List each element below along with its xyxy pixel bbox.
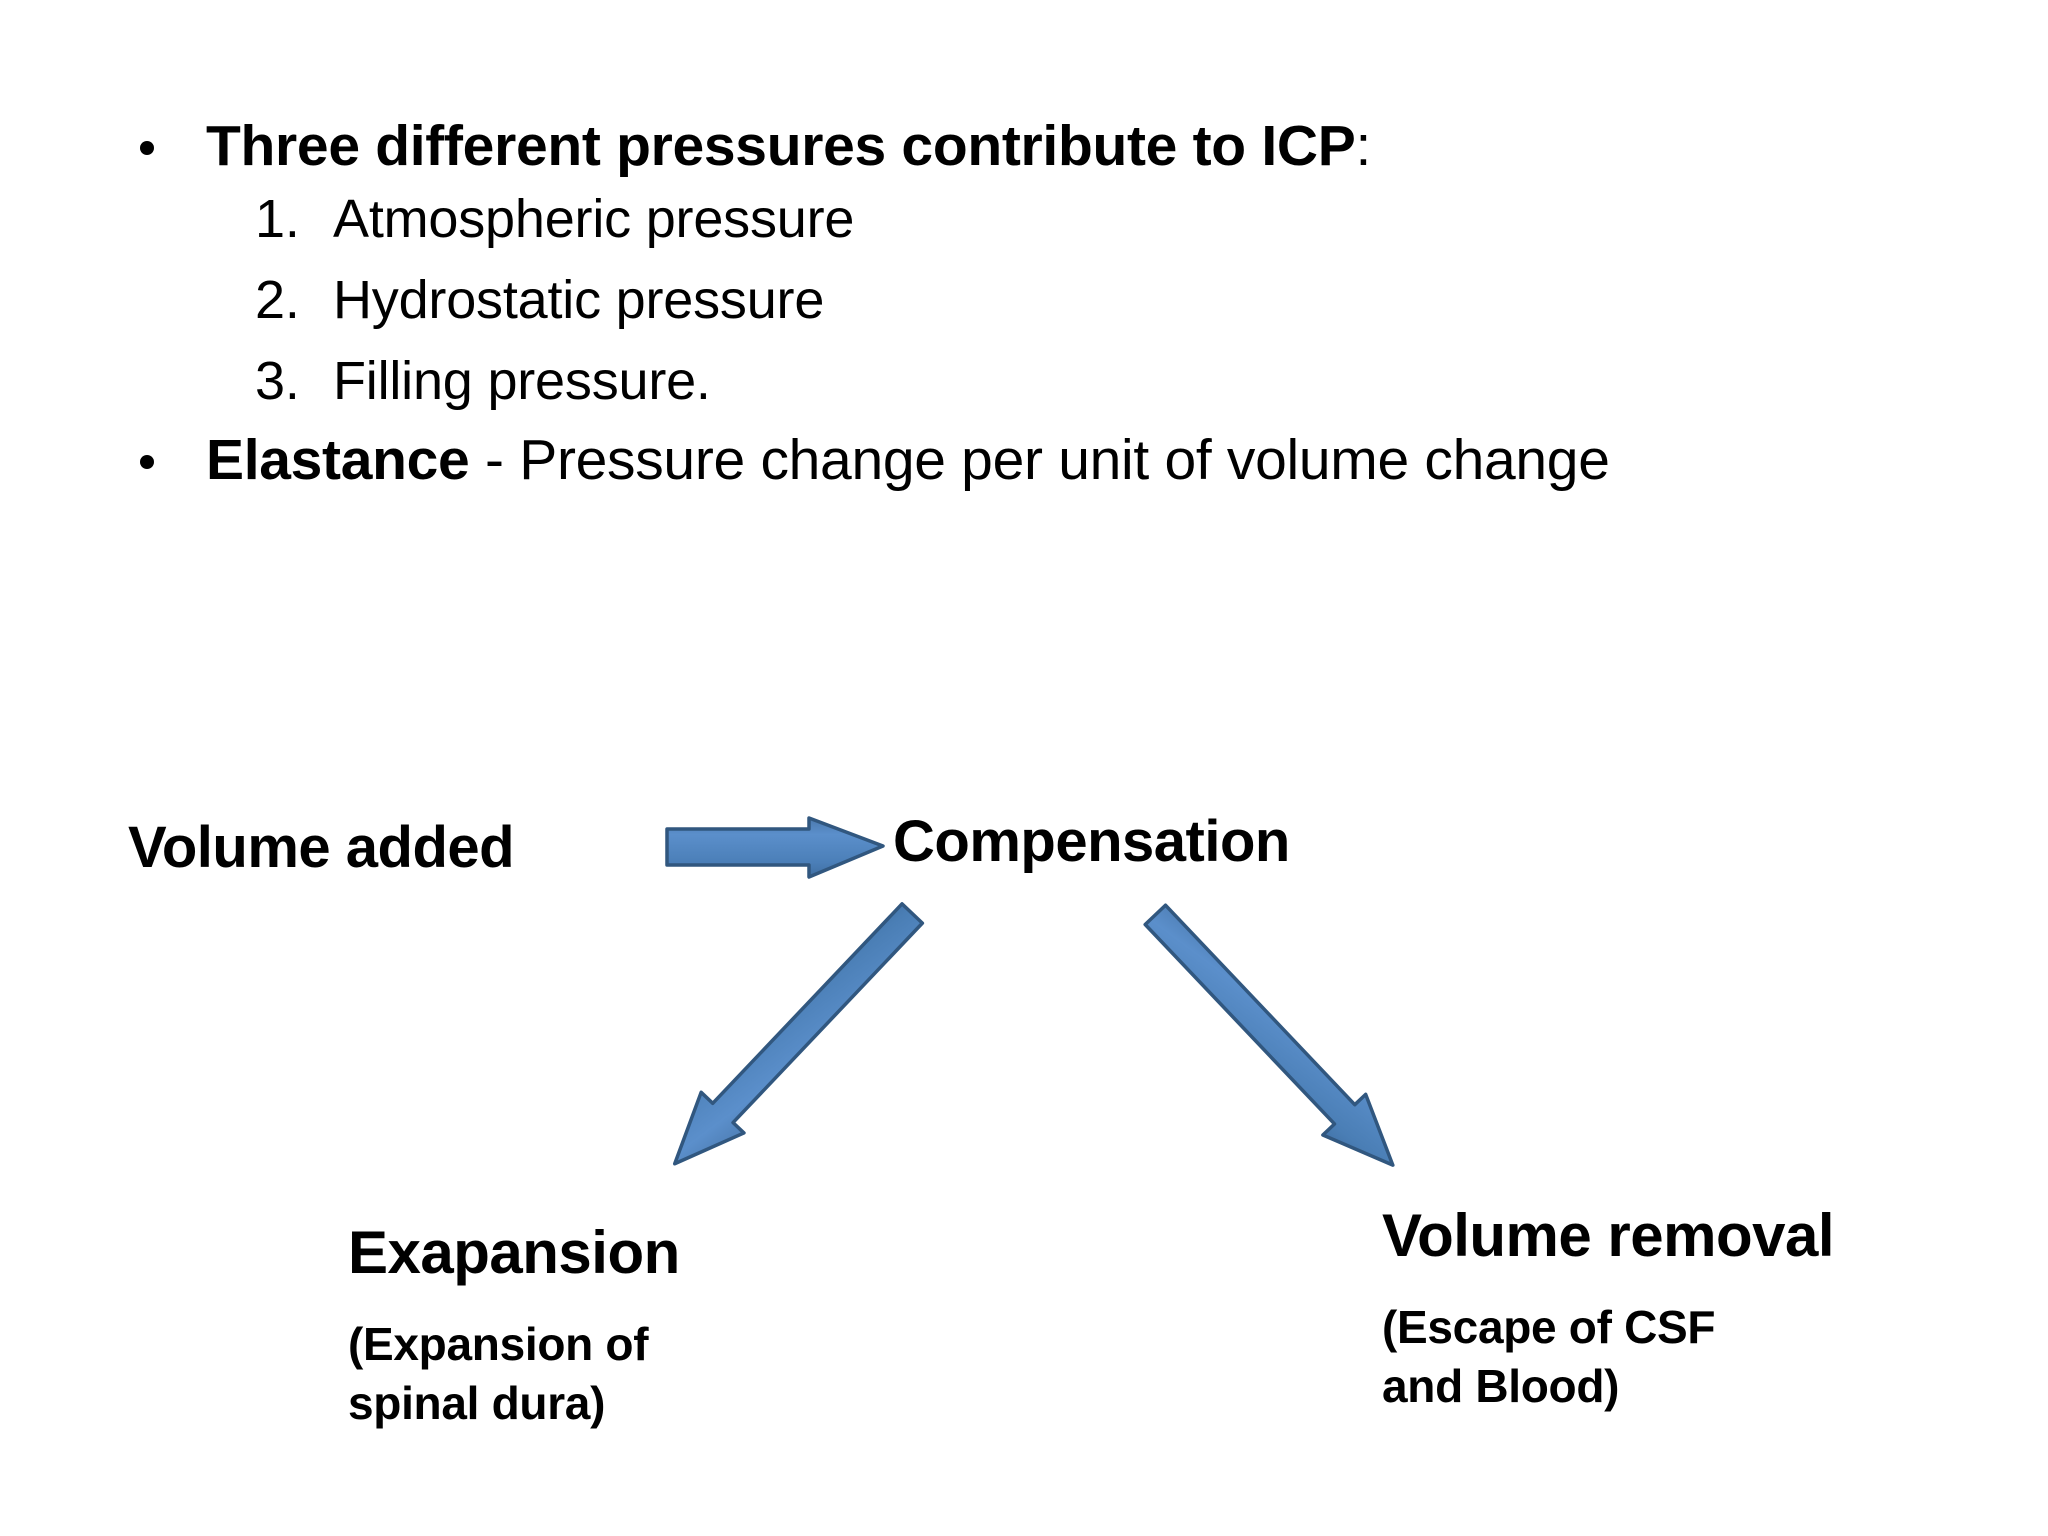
arrow-down-right-icon: [1143, 903, 1395, 1167]
node-volume-removal-detail-line1: (Escape of CSF: [1382, 1301, 1716, 1353]
bullet-elastance-rest: - Pressure change per unit of volume cha…: [469, 428, 1610, 492]
arrow-down-left-icon: [672, 902, 925, 1166]
node-expansion-detail-line2: spinal dura): [348, 1376, 606, 1429]
numbered-item-3-marker: 3.: [255, 351, 300, 411]
node-expansion-detail: (Expansion of spinal dura): [348, 1315, 649, 1433]
arrow-right-icon: [665, 816, 885, 879]
node-volume-removal-detail: (Escape of CSF and Blood): [1382, 1298, 1716, 1416]
node-volume-removal-detail-line2: and Blood): [1382, 1359, 1620, 1412]
numbered-item-2-marker: 2.: [255, 270, 300, 330]
numbered-item-1-marker: 1.: [255, 189, 300, 249]
numbered-item-3: 3. Filling pressure.: [255, 354, 711, 408]
bullet-dot-icon: [140, 455, 154, 469]
node-expansion-title: Exapansion: [348, 1219, 680, 1286]
numbered-item-2-label: Hydrostatic pressure: [333, 270, 825, 330]
bullet-item-elastance: Elastance - Pressure change per unit of …: [140, 432, 1610, 489]
bullet-item-pressures: Three different pressures contribute to …: [140, 118, 1371, 175]
node-expansion-detail-line1: (Expansion of: [348, 1318, 649, 1370]
bullet-pressures-strong: Three different pressures contribute to …: [206, 114, 1356, 178]
bullet-dot-icon: [140, 141, 154, 155]
numbered-item-2: 2. Hydrostatic pressure: [255, 273, 824, 327]
numbered-item-1: 1. Atmospheric pressure: [255, 192, 854, 246]
numbered-item-1-label: Atmospheric pressure: [333, 189, 855, 249]
node-volume-added: Volume added: [128, 815, 515, 880]
bullet-elastance-strong: Elastance: [206, 428, 470, 492]
bullet-pressures-rest: :: [1355, 114, 1372, 178]
node-compensation: Compensation: [893, 809, 1290, 874]
node-volume-removal-title: Volume removal: [1382, 1202, 1835, 1269]
numbered-item-3-label: Filling pressure.: [333, 351, 711, 411]
